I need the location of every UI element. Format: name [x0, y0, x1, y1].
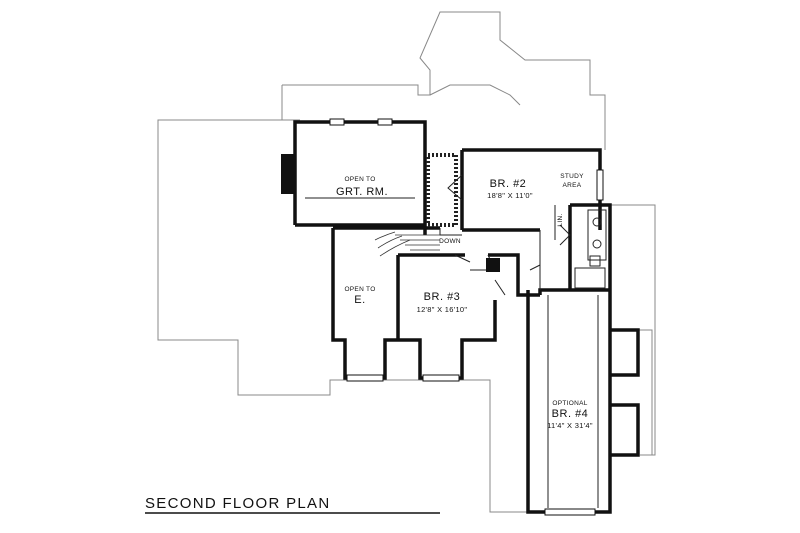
- br4-dims: 11'4" X 31'4": [547, 421, 593, 430]
- windows: [329, 118, 604, 516]
- study-label-2: AREA: [563, 182, 582, 189]
- sink-icon: [592, 217, 602, 227]
- linen-label: LIN.: [557, 213, 564, 226]
- study-label-1: STUDY: [560, 173, 584, 180]
- br2-dims: 18'8" X 11'0": [487, 191, 533, 200]
- entry-name: E.: [354, 294, 365, 306]
- stair-down-label: DOWN: [439, 238, 461, 245]
- br4-name: BR. #4: [552, 408, 589, 420]
- closet-fill: [486, 258, 500, 272]
- stair-hatch: [426, 153, 458, 227]
- toilet-icon: [589, 255, 601, 267]
- bath-fixtures: [574, 209, 607, 289]
- br3-name: BR. #3: [424, 291, 461, 303]
- fireplace-chimney: [281, 154, 295, 194]
- plan-title: SECOND FLOOR PLAN: [145, 495, 330, 512]
- br4-note: OPTIONAL: [552, 400, 587, 407]
- br3-dims: 12'8" X 16'10": [417, 305, 468, 314]
- great-room-name: GRT. RM.: [336, 186, 388, 198]
- br2-name: BR. #2: [490, 178, 527, 190]
- exterior-walls: [293, 120, 640, 514]
- sink-icon: [592, 239, 602, 249]
- roof-outline: [157, 11, 656, 513]
- entry-note: OPEN TO: [344, 286, 375, 293]
- stair-treads: [374, 231, 440, 257]
- great-room-note: OPEN TO: [344, 176, 375, 183]
